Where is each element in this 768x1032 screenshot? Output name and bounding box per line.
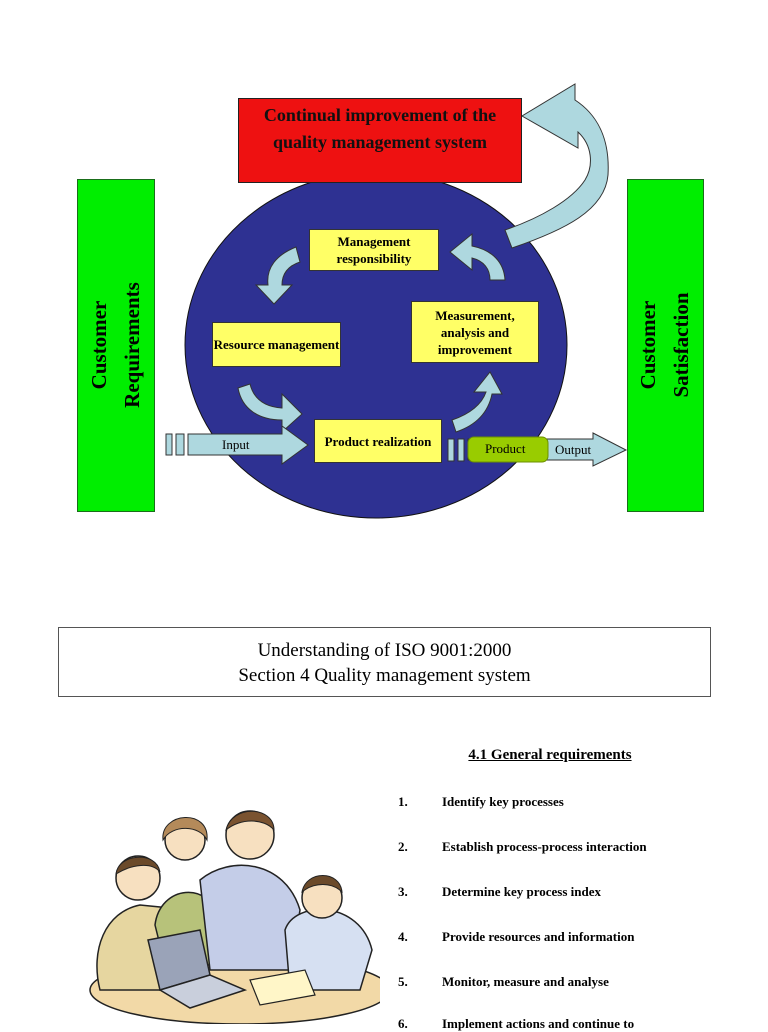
person-standing-hair bbox=[225, 810, 275, 832]
page-heading-box: Understanding of ISO 9001:2000 Section 4… bbox=[58, 627, 711, 697]
requirement-text: Determine key process index bbox=[442, 884, 601, 899]
requirement-number: 4. bbox=[398, 929, 408, 944]
person-woman-hair bbox=[162, 817, 208, 842]
product-realization-box: Product realization bbox=[314, 419, 442, 463]
cycle-arrow-bottom-right bbox=[451, 371, 503, 433]
process-diagram bbox=[165, 83, 628, 519]
person-right bbox=[284, 908, 373, 991]
customer-requirements-bar bbox=[77, 179, 155, 512]
customer-requirements-label: Customer Requirements bbox=[1, 282, 231, 408]
customer-requirements-line1: Customer bbox=[87, 300, 111, 390]
cycle-arrow-top-left bbox=[254, 246, 301, 305]
input-stripe-1 bbox=[165, 433, 173, 456]
input-stripe-2 bbox=[175, 433, 185, 456]
output-stripe-2 bbox=[457, 438, 465, 462]
customer-satisfaction-bar bbox=[627, 179, 704, 512]
requirement-text: Implement actions and continue to bbox=[442, 1016, 635, 1031]
person-right-hair bbox=[301, 875, 343, 894]
business-meeting-illustration bbox=[89, 810, 380, 1024]
requirement-item: 3. Determine key process index bbox=[398, 884, 758, 900]
papers-illustration bbox=[249, 969, 316, 1006]
page-heading-line1: Understanding of ISO 9001:2000 bbox=[257, 640, 512, 661]
requirement-number: 6. bbox=[398, 1016, 408, 1031]
laptop-base bbox=[158, 974, 248, 1009]
requirement-number: 1. bbox=[398, 794, 408, 809]
requirement-text: Identify key processes bbox=[442, 794, 564, 809]
requirement-text: Establish process-process interaction bbox=[442, 839, 647, 854]
measurement-analysis-box: Measurement, analysis and improvement bbox=[411, 301, 539, 363]
output-label: Output bbox=[555, 442, 592, 457]
product-label: Product bbox=[485, 441, 526, 456]
cycle-arrow-top-right bbox=[449, 232, 506, 281]
improvement-arrow bbox=[504, 83, 609, 249]
requirement-item: 6. Implement actions and continue to bbox=[398, 1016, 758, 1032]
product-tag bbox=[467, 436, 549, 463]
requirement-number: 3. bbox=[398, 884, 408, 899]
requirement-item: 1. Identify key processes bbox=[398, 794, 758, 810]
requirement-item: 2. Establish process-process interaction bbox=[398, 839, 758, 855]
person-left-hair bbox=[115, 856, 161, 875]
output-stripe-1 bbox=[447, 438, 455, 462]
customer-satisfaction-label: Customer Satisfaction bbox=[550, 293, 768, 398]
management-responsibility-box: Management responsibility bbox=[309, 229, 439, 271]
requirement-number: 5. bbox=[398, 974, 408, 989]
customer-satisfaction-line1: Customer bbox=[636, 300, 660, 390]
input-label: Input bbox=[222, 437, 250, 452]
section-title: 4.1 General requirements bbox=[468, 747, 632, 763]
customer-satisfaction-line2: Satisfaction bbox=[669, 292, 693, 398]
input-arrow bbox=[187, 425, 309, 465]
requirement-number: 2. bbox=[398, 839, 408, 854]
resource-management-box: Resource management bbox=[212, 322, 341, 367]
requirement-text: Monitor, measure and analyse bbox=[442, 974, 609, 989]
continual-improvement-title: Continual improvement of the quality man… bbox=[263, 105, 497, 152]
requirement-text: Provide resources and information bbox=[442, 929, 635, 944]
page-heading-line2: Section 4 Quality management system bbox=[238, 665, 531, 686]
customer-requirements-line2: Requirements bbox=[120, 282, 144, 408]
continual-improvement-box bbox=[238, 98, 522, 183]
requirement-item: 5. Monitor, measure and analyse bbox=[398, 974, 758, 990]
requirement-item: 4. Provide resources and information bbox=[398, 929, 758, 945]
person-standing bbox=[199, 864, 301, 971]
